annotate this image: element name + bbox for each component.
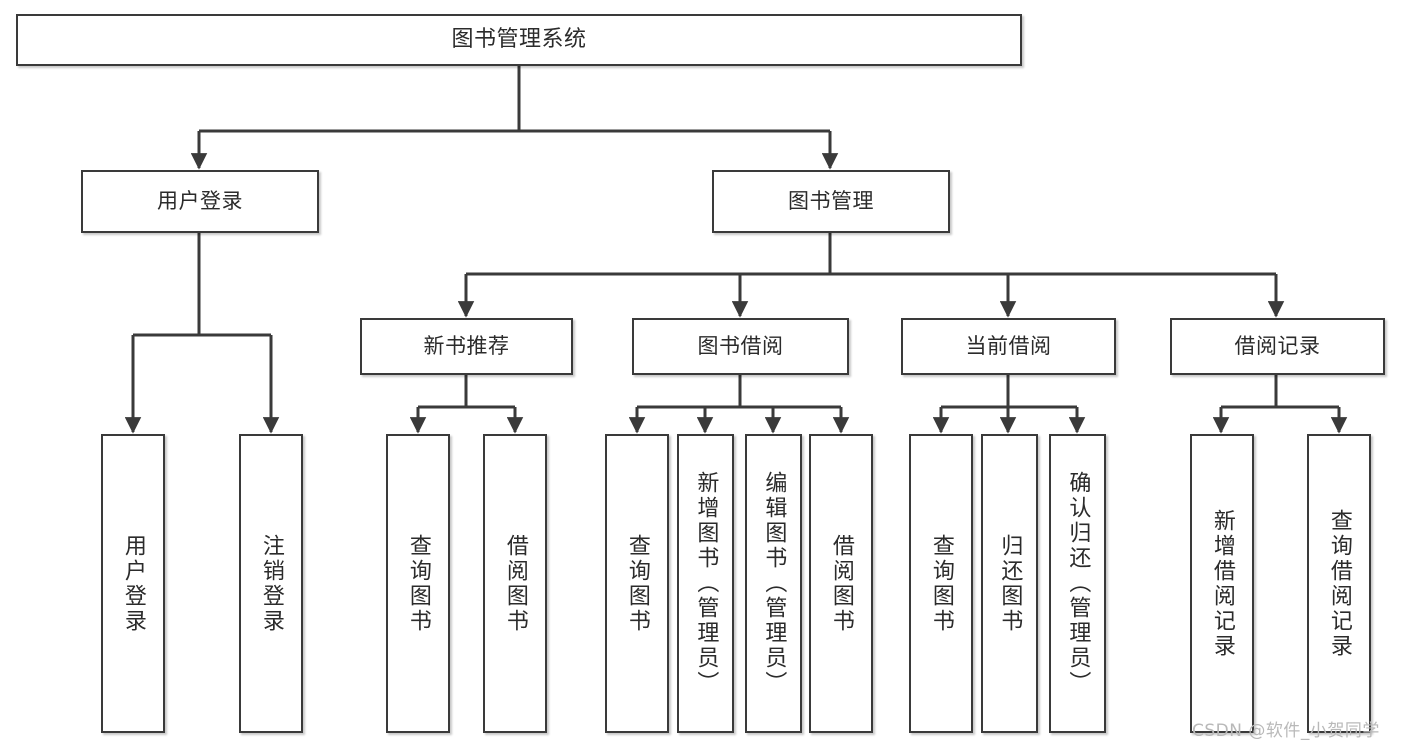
node-leaf-query-book-borrow[interactable]: 查询图书 bbox=[605, 434, 669, 733]
node-borrow-record[interactable]: 借阅记录 bbox=[1170, 318, 1385, 375]
node-label: 图书管理 bbox=[788, 189, 874, 214]
csdn-watermark: CSDN @软件_小贺同学 bbox=[1192, 721, 1380, 741]
node-label: 确认归还（管理员） bbox=[1065, 471, 1091, 696]
node-leaf-confirm-return[interactable]: 确认归还（管理员） bbox=[1049, 434, 1106, 733]
node-label: 编辑图书（管理员） bbox=[761, 471, 787, 696]
node-label: 用户登录 bbox=[157, 189, 243, 214]
node-label: 图书管理系统 bbox=[451, 27, 587, 53]
node-label: 借阅记录 bbox=[1234, 334, 1321, 359]
node-label: 归还图书 bbox=[997, 533, 1023, 634]
node-label: 用户登录 bbox=[120, 533, 146, 634]
node-label: 新增图书（管理员） bbox=[693, 471, 719, 696]
node-leaf-edit-book[interactable]: 编辑图书（管理员） bbox=[745, 434, 802, 733]
node-user-login[interactable]: 用户登录 bbox=[81, 170, 319, 233]
node-leaf-query-book-current[interactable]: 查询图书 bbox=[909, 434, 973, 733]
node-label: 查询图书 bbox=[928, 533, 954, 634]
node-label: 查询图书 bbox=[405, 533, 431, 634]
node-label: 新书推荐 bbox=[423, 334, 510, 359]
node-leaf-borrow-book-recommend[interactable]: 借阅图书 bbox=[483, 434, 547, 733]
node-leaf-query-book-recommend[interactable]: 查询图书 bbox=[386, 434, 450, 733]
node-label: 查询借阅记录 bbox=[1326, 508, 1352, 659]
node-leaf-logout-login[interactable]: 注销登录 bbox=[239, 434, 303, 733]
node-current-borrow[interactable]: 当前借阅 bbox=[901, 318, 1116, 375]
node-label: 查询图书 bbox=[624, 533, 650, 634]
node-leaf-borrow-book[interactable]: 借阅图书 bbox=[809, 434, 873, 733]
node-leaf-add-book[interactable]: 新增图书（管理员） bbox=[677, 434, 734, 733]
node-label: 当前借阅 bbox=[965, 334, 1052, 359]
node-root-book-management-system[interactable]: 图书管理系统 bbox=[16, 14, 1022, 66]
node-leaf-query-borrow-record[interactable]: 查询借阅记录 bbox=[1307, 434, 1371, 733]
node-leaf-user-login[interactable]: 用户登录 bbox=[101, 434, 165, 733]
node-label: 借阅图书 bbox=[502, 533, 528, 634]
node-label: 新增借阅记录 bbox=[1209, 508, 1235, 659]
node-book-borrow[interactable]: 图书借阅 bbox=[632, 318, 849, 375]
node-leaf-return-book[interactable]: 归还图书 bbox=[981, 434, 1038, 733]
node-label: 图书借阅 bbox=[697, 334, 784, 359]
node-book-management[interactable]: 图书管理 bbox=[712, 170, 950, 233]
node-label: 注销登录 bbox=[258, 533, 284, 634]
node-leaf-add-borrow-record[interactable]: 新增借阅记录 bbox=[1190, 434, 1254, 733]
node-label: 借阅图书 bbox=[828, 533, 854, 634]
node-new-book-recommend[interactable]: 新书推荐 bbox=[360, 318, 573, 375]
